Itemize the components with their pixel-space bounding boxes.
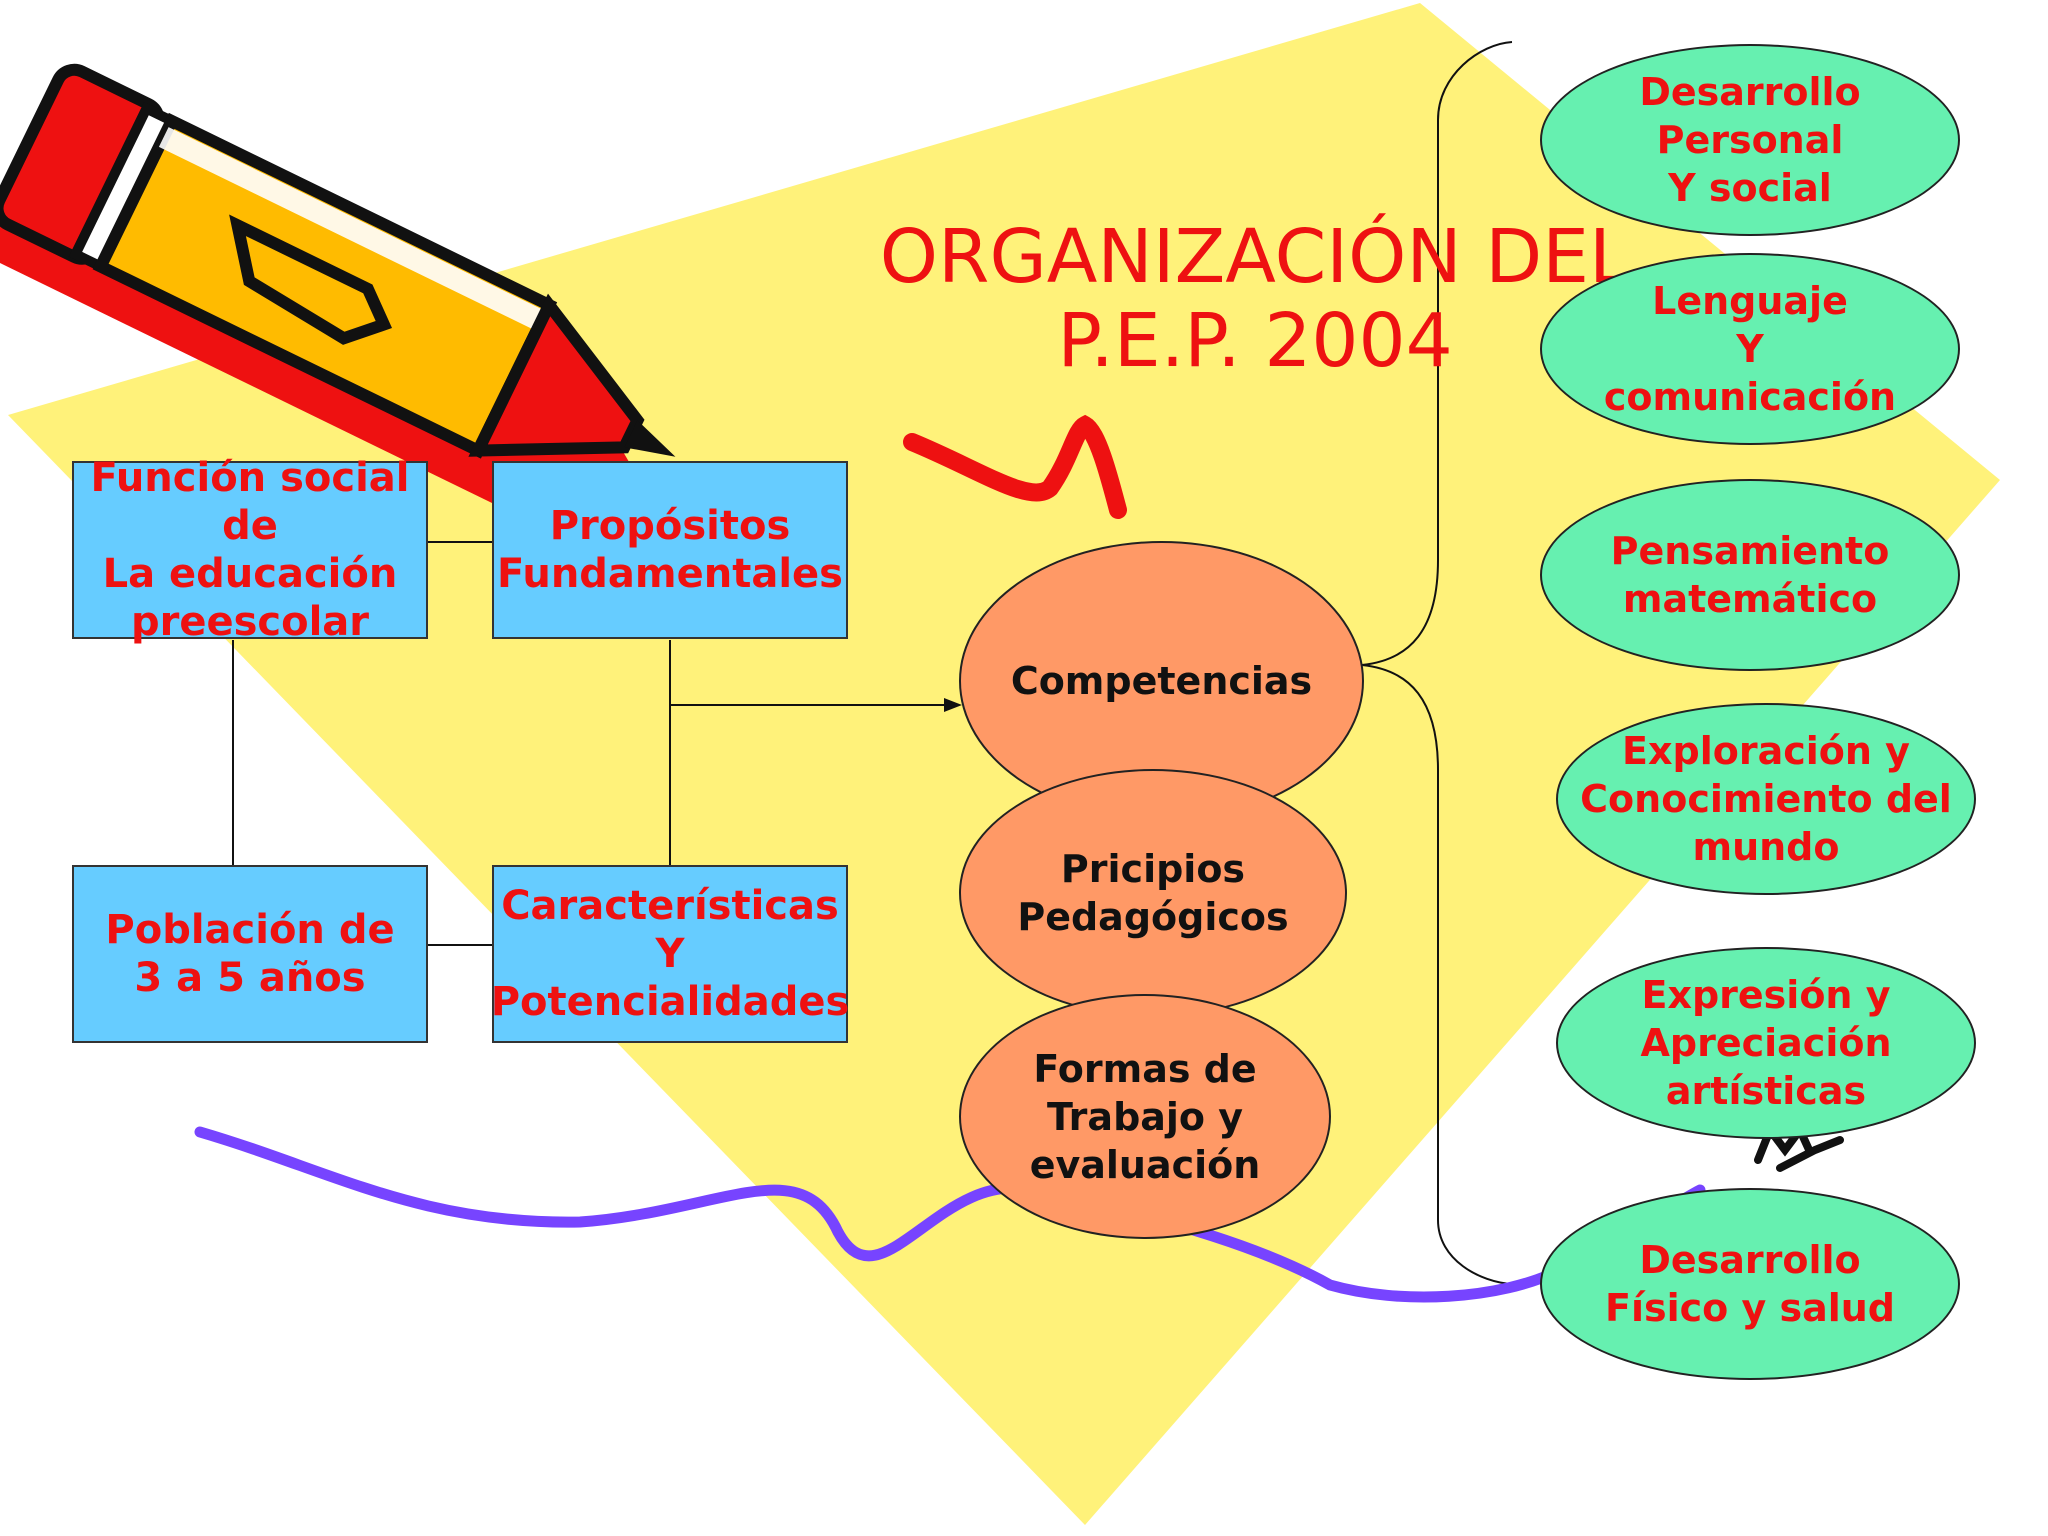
box-funcion-social: Función social de La educación preescola… <box>72 461 428 639</box>
oval-principios: Pricipios Pedagógicos <box>959 769 1347 1017</box>
page-title: ORGANIZACIÓN DEL P.E.P. 2004 <box>870 215 1640 383</box>
field-oval-6: Desarrollo Físico y salud <box>1540 1188 1960 1380</box>
box-propositos: Propósitos Fundamentales <box>492 461 848 639</box>
field-oval-3: Pensamiento matemático <box>1540 479 1960 671</box>
field-oval-2: Lenguaje Y comunicación <box>1540 253 1960 445</box>
box-poblacion: Población de 3 a 5 años <box>72 865 428 1043</box>
oval-formas: Formas de Trabajo y evaluación <box>959 994 1331 1239</box>
field-oval-5: Expresión y Apreciación artísticas <box>1556 947 1976 1139</box>
field-oval-1: Desarrollo Personal Y social <box>1540 44 1960 236</box>
box-caracteristicas: Características Y Potencialidades <box>492 865 848 1043</box>
field-oval-4: Exploración y Conocimiento del mundo <box>1556 703 1976 895</box>
